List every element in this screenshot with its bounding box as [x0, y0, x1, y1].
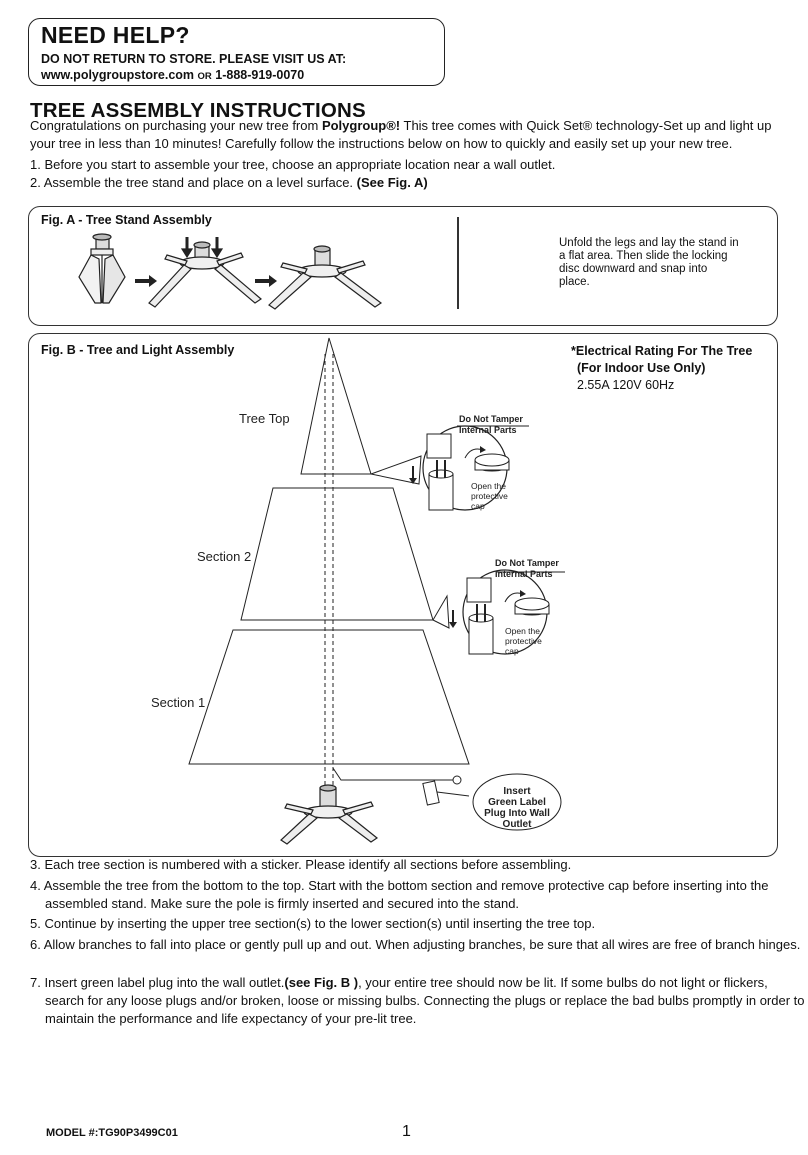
label-section-1: Section 1	[151, 695, 205, 710]
electrical-rating: *Electrical Rating For The Tree (For Ind…	[571, 343, 752, 394]
tree-section-2-shape	[240, 487, 434, 621]
stand-assembled-icon	[268, 245, 383, 310]
tamper-top-line1: Do Not Tamper	[459, 414, 523, 424]
callout-wedge-mid	[432, 594, 450, 629]
step-7-text-1: 7. Insert green label plug into the wall…	[30, 975, 285, 990]
fig-a-title: Fig. A - Tree Stand Assembly	[41, 213, 212, 227]
fig-b-illustration: Tree Top Section 2 Section 1 Do Not Tamp…	[151, 337, 565, 845]
stand-unfolded-icon	[148, 237, 262, 308]
tamper-mid-line1: Do Not Tamper	[495, 558, 559, 568]
callout-wedge-top	[369, 455, 422, 485]
rating-subtitle: (For Indoor Use Only)	[577, 361, 706, 375]
intro-paragraph: Congratulations on purchasing your new t…	[30, 117, 790, 153]
power-cord	[332, 767, 453, 781]
step-1: 1. Before you start to assemble your tre…	[30, 157, 556, 172]
arrow-right-icon	[135, 275, 157, 287]
tamper-top-line2: Internal Parts	[459, 425, 517, 435]
fig-a-illustration	[78, 233, 383, 310]
help-phone: 1-888-919-0070	[215, 68, 305, 82]
step-7-ref: (see Fig. B )	[284, 975, 359, 990]
intro-text-2: This tree comes with Quick Set® technolo…	[30, 118, 772, 151]
rating-title: *Electrical Rating For The Tree	[571, 344, 753, 358]
fig-b-title: Fig. B - Tree and Light Assembly	[41, 343, 235, 357]
tree-section-1-shape	[188, 629, 470, 765]
plug-line2: Green Label	[488, 797, 546, 808]
help-box: NEED HELP? DO NOT RETURN TO STORE. PLEAS…	[28, 18, 445, 86]
help-contact: www.polygroupstore.com OR 1-888-919-0070	[41, 68, 304, 82]
help-notice: DO NOT RETURN TO STORE. PLEASE VISIT US …	[41, 52, 347, 66]
fig-a-panel: Fig. A - Tree Stand Assembly Unfold the …	[28, 206, 778, 326]
plug-icon	[422, 780, 440, 806]
tree-top-shape	[300, 337, 372, 475]
intro-text-1: Congratulations on purchasing your new t…	[30, 118, 322, 133]
fig-a-note: Unfold the legs and lay the stand in a f…	[559, 237, 739, 288]
intro-brand: Polygroup®!	[321, 118, 401, 133]
plug-callout-bubble	[472, 773, 562, 831]
step-3: 3. Each tree section is numbered with a …	[30, 857, 572, 872]
step-7-text-2: , your entire tree should now be lit. If…	[45, 975, 805, 1026]
step-6: 6. Allow branches to fall into place or …	[30, 937, 801, 952]
rating-value: 2.55A 120V 60Hz	[577, 378, 675, 392]
label-tree-top: Tree Top	[239, 411, 290, 426]
cap-top-line3: cap	[471, 501, 485, 511]
plug-line3: Plug Into Wall	[484, 808, 550, 819]
help-title: NEED HELP?	[41, 22, 190, 48]
cap-top-line1: Open the	[471, 481, 506, 491]
page-number: 1	[402, 1123, 411, 1140]
folded-stand-icon	[78, 233, 126, 304]
help-url[interactable]: www.polygroupstore.com	[41, 68, 195, 82]
center-pole	[324, 354, 334, 794]
step-4: 4. Assemble the tree from the bottom to …	[30, 878, 769, 911]
model-number: MODEL #:TG90P3499C01	[46, 1127, 178, 1139]
cap-top-line2: protective	[471, 491, 508, 501]
arrow-right-icon	[255, 275, 277, 287]
cap-mid-line2: protective	[505, 636, 542, 646]
step-2-ref: (See Fig. A)	[356, 175, 428, 190]
step-7: 7. Insert green label plug into the wall…	[30, 974, 805, 1028]
fig-b-panel: Tree Top Section 2 Section 1 Do Not Tamp…	[28, 333, 778, 857]
tree-stand-icon	[280, 784, 379, 845]
connector-detail-mid	[449, 569, 550, 655]
plug-line4: Outlet	[503, 819, 533, 830]
cap-mid-line1: Open the	[505, 626, 540, 636]
connector-detail-top	[409, 425, 510, 511]
plug-line1: Insert	[503, 786, 531, 797]
label-section-2: Section 2	[197, 549, 251, 564]
cap-mid-line3: cap	[505, 646, 519, 656]
step-2-text: 2. Assemble the tree stand and place on …	[30, 175, 357, 190]
step-2: 2. Assemble the tree stand and place on …	[30, 174, 790, 192]
help-or: OR	[197, 71, 212, 82]
doc-title: TREE ASSEMBLY INSTRUCTIONS	[30, 99, 366, 122]
tamper-mid-line2: Internal Parts	[495, 569, 553, 579]
fig-a-divider	[457, 217, 459, 309]
step-5: 5. Continue by inserting the upper tree …	[30, 916, 596, 931]
